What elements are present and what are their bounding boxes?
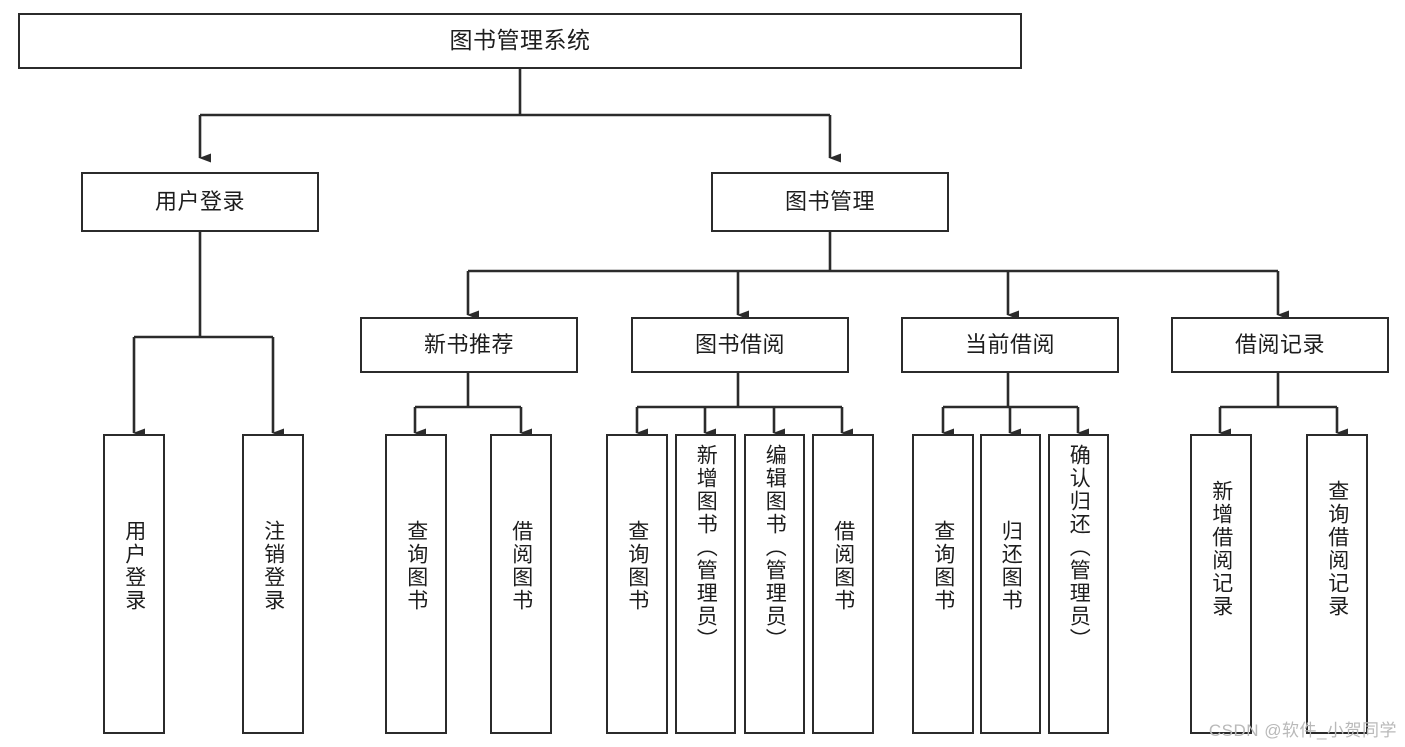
csdn-watermark: CSDN @软件_小贺同学	[1208, 721, 1397, 740]
node-label: 查询图书	[625, 520, 649, 612]
leaf-user-login[interactable]: 用户登录	[103, 434, 165, 734]
node-book-manage[interactable]: 图书管理	[711, 172, 949, 232]
node-label: 借阅图书	[831, 520, 855, 612]
node-label: 用户登录	[122, 520, 146, 612]
node-root-system[interactable]: 图书管理系统	[18, 13, 1022, 69]
node-label: 图书管理	[784, 188, 875, 214]
node-label: 图书借阅	[694, 331, 785, 357]
node-label: 当前借阅	[964, 331, 1055, 357]
node-new-book-recommend[interactable]: 新书推荐	[360, 317, 578, 373]
leaf-query-book-borrow[interactable]: 查询图书	[606, 434, 668, 734]
leaf-confirm-return[interactable]: 确认归还（管理员）	[1048, 434, 1109, 734]
node-borrow-record[interactable]: 借阅记录	[1171, 317, 1389, 373]
leaf-query-book-recommend[interactable]: 查询图书	[385, 434, 447, 734]
node-label: 归还图书	[999, 520, 1023, 612]
node-label: 注销登录	[261, 520, 285, 612]
node-label: 确认归还（管理员）	[1067, 444, 1091, 651]
node-user-login[interactable]: 用户登录	[81, 172, 319, 232]
leaf-edit-book[interactable]: 编辑图书（管理员）	[744, 434, 805, 734]
node-book-borrow[interactable]: 图书借阅	[631, 317, 849, 373]
node-label: 借阅图书	[509, 520, 533, 612]
node-label: 编辑图书（管理员）	[763, 444, 787, 651]
node-current-borrow[interactable]: 当前借阅	[901, 317, 1119, 373]
node-label: 新书推荐	[423, 331, 514, 357]
node-label: 用户登录	[154, 188, 245, 214]
leaf-query-book-current[interactable]: 查询图书	[912, 434, 974, 734]
node-label: 图书管理系统	[449, 27, 591, 54]
leaf-add-book[interactable]: 新增图书（管理员）	[675, 434, 736, 734]
leaf-borrow-book[interactable]: 借阅图书	[812, 434, 874, 734]
node-label: 查询图书	[404, 520, 428, 612]
node-label: 借阅记录	[1234, 331, 1325, 357]
leaf-query-borrow-record[interactable]: 查询借阅记录	[1306, 434, 1368, 734]
leaf-borrow-book-recommend[interactable]: 借阅图书	[490, 434, 552, 734]
node-label: 新增借阅记录	[1209, 480, 1233, 618]
leaf-logout-login[interactable]: 注销登录	[242, 434, 304, 734]
node-label: 新增图书（管理员）	[694, 444, 718, 651]
node-label: 查询借阅记录	[1325, 480, 1349, 618]
leaf-add-borrow-record[interactable]: 新增借阅记录	[1190, 434, 1252, 734]
leaf-return-book[interactable]: 归还图书	[980, 434, 1041, 734]
node-label: 查询图书	[931, 520, 955, 612]
